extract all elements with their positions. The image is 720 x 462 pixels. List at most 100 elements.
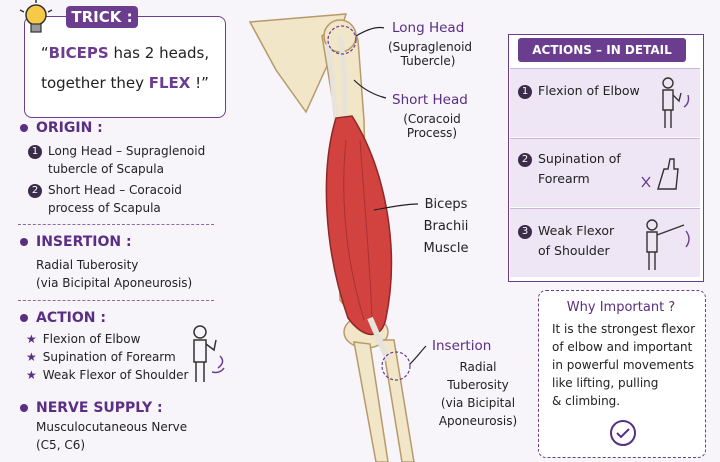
trick-biceps: BICEPS (48, 44, 109, 62)
label-insertion-line1: Radial Tuberosity (447, 360, 509, 392)
origin-item-1: 1 Long Head – Supraglenoid tubercle of Sc… (28, 142, 205, 178)
label-insertion-line2: (via Bicipital (440, 396, 516, 410)
bullet-dot (20, 124, 28, 132)
leader-insertion (409, 345, 427, 365)
number-badge: 1 (28, 144, 42, 159)
action-detail-2-line2: Forearm (538, 171, 590, 186)
nerve-text: Musculocutaneous Nerve (C5, C6) (36, 418, 187, 454)
why-text: It is the strongest flexor of elbow and … (552, 320, 702, 410)
origin-title: ORIGIN : (20, 120, 103, 136)
action-detail-row-3: 3 Weak Flexor of Shoulder (510, 208, 700, 277)
number-badge: 3 (518, 224, 532, 239)
number-badge: 1 (518, 84, 532, 99)
why-line-5: & climbing. (552, 394, 621, 408)
label-muscle: Biceps Brachii Muscle (418, 194, 474, 260)
insertion-text: Radial Tuberosity (via Bicipital Aponeur… (36, 256, 192, 292)
trick-flex: FLEX (148, 74, 191, 92)
trick-line2-rest: !” (190, 74, 209, 92)
person-flex-icon (193, 325, 225, 382)
action-detail-1-text: 1 Flexion of Elbow (518, 81, 640, 101)
action-detail-row-1: 1 Flexion of Elbow (510, 68, 700, 137)
insertion-line1: Radial Tuberosity (36, 258, 139, 272)
label-long-head-line2: Tubercle) (400, 54, 456, 68)
leader-muscle (373, 203, 419, 211)
muscle-fiber (359, 139, 373, 321)
star-icon: ★ (26, 368, 37, 382)
divider (18, 224, 214, 225)
action-detail-2-text: 2 Supination of Forearm (518, 149, 621, 189)
label-short-head-title: Short Head (392, 92, 468, 108)
nerve-line2: (C5, C6) (36, 438, 86, 452)
action-title: ACTION : (20, 310, 106, 326)
action-item-1: Flexion of Elbow (42, 332, 141, 346)
leader-long-head (355, 26, 385, 37)
star-icon: ★ (26, 332, 37, 346)
label-long-head-title: Long Head (392, 20, 465, 36)
label-short-head-sub: (Coracoid Process) (396, 112, 468, 140)
origin-title-text: ORIGIN : (36, 120, 103, 136)
action-detail-3-text: 3 Weak Flexor of Shoulder (518, 221, 614, 261)
bullet-dot (20, 404, 28, 412)
label-short-head-line1: (Coracoid (403, 112, 461, 126)
action-item: ★ Flexion of Elbow (26, 330, 188, 348)
label-short-head-line2: Process) (406, 126, 458, 140)
arm-anatomy-illustration (248, 13, 427, 462)
insertion-tendon (367, 316, 391, 362)
check-circle-icon (610, 420, 636, 446)
origin-item-2-line1: Short Head – Coracoid (48, 183, 182, 197)
trick-box (24, 16, 226, 118)
bullet-dot (20, 314, 28, 322)
hand-rotate-icon (641, 158, 679, 190)
action-item: ★ Supination of Forearm (26, 348, 188, 366)
nerve-line1: Musculocutaneous Nerve (36, 420, 188, 434)
action-item: ★ Weak Flexor of Shoulder (26, 366, 188, 384)
label-insertion-title: Insertion (432, 338, 492, 354)
trick-tab: TRICK : (66, 6, 138, 28)
action-detail-3-line2: of Shoulder (538, 243, 610, 258)
action-detail-row-2: 2 Supination of Forearm (510, 138, 700, 207)
origin-item-2-line2: process of Scapula (48, 201, 161, 215)
action-detail-2-line1: Supination of (538, 151, 621, 166)
trick-line2-prefix: together they (41, 74, 149, 92)
why-line-1: It is the strongest flexor (552, 322, 696, 336)
star-icon: ★ (26, 350, 37, 364)
bullet-dot (20, 238, 28, 246)
origin-item-1-line2: tubercle of Scapula (48, 162, 164, 176)
radius-bone (381, 339, 415, 462)
ulna-bone (353, 341, 389, 462)
insertion-title: INSERTION : (20, 234, 132, 250)
origin-item-1-line1: Long Head – Supraglenoid (48, 144, 206, 158)
trick-line-2: together they FLEX !” (30, 74, 220, 92)
trick-line-1: “BICEPS has 2 heads, (30, 44, 220, 62)
actions-title: ACTIONS – IN DETAIL (518, 38, 686, 62)
label-muscle-line3: Muscle (423, 241, 469, 256)
nerve-title: NERVE SUPPLY : (20, 400, 163, 416)
nerve-title-text: NERVE SUPPLY : (36, 400, 163, 416)
muscle-fiber (343, 139, 365, 321)
insertion-title-text: INSERTION : (36, 234, 132, 250)
person-flex-icon (662, 77, 690, 128)
insertion-marker (381, 351, 411, 381)
label-long-head-sub: (Supraglenoid Tubercle) (388, 40, 472, 68)
short-head-tendon (325, 43, 339, 121)
action-item-2: Supination of Forearm (42, 350, 176, 364)
action-detail-1-line1: Flexion of Elbow (538, 83, 640, 98)
arm-raise-icon (646, 219, 690, 270)
why-line-3: in powerful movements (552, 358, 694, 372)
action-item-3: Weak Flexor of Shoulder (42, 368, 189, 382)
label-insertion-line3: Aponeurosis) (438, 414, 518, 428)
trick-line1-rest: has 2 heads, (108, 44, 210, 62)
why-important-box (538, 290, 706, 458)
action-detail-3-line1: Weak Flexor (538, 223, 615, 238)
action-title-text: ACTION : (36, 310, 106, 326)
why-line-2: of elbow and important (552, 340, 693, 354)
divider (18, 300, 214, 301)
long-head-tendon (337, 35, 348, 119)
insertion-line2: (via Bicipital Aponeurosis) (36, 276, 193, 290)
number-badge: 2 (28, 183, 42, 198)
trick-quote-open: “ (40, 44, 49, 62)
why-title: Why Important ? (566, 300, 676, 315)
number-badge: 2 (518, 152, 532, 167)
label-muscle-line2: Brachii (423, 219, 469, 234)
label-insertion-sub: Radial Tuberosity (via Bicipital Aponeur… (428, 358, 528, 430)
